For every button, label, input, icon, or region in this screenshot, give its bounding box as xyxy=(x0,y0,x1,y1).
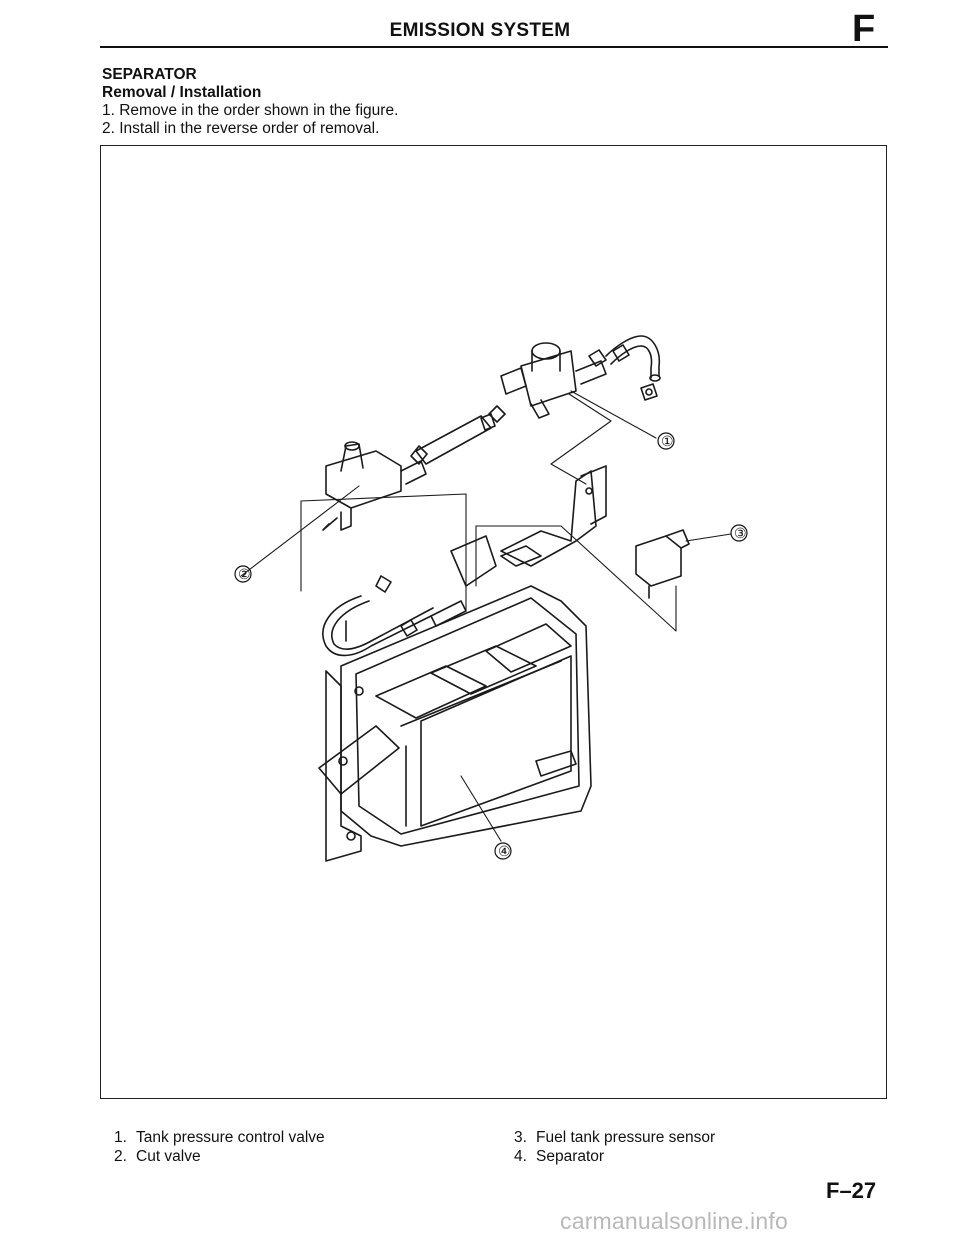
legend-item: 3. Fuel tank pressure sensor xyxy=(514,1128,715,1147)
legend-right: 3. Fuel tank pressure sensor 4. Separator xyxy=(514,1128,715,1166)
legend-item: 4. Separator xyxy=(514,1147,715,1166)
legend-item: 1. Tank pressure control valve xyxy=(114,1128,325,1147)
separator-diagram: ① ② ③ ④ xyxy=(234,335,748,862)
header-rule xyxy=(100,46,888,48)
callout-3: ③ xyxy=(734,527,747,542)
legend-item-label: Cut valve xyxy=(136,1148,201,1165)
page-header-title: EMISSION SYSTEM xyxy=(389,20,571,41)
upper-bracket xyxy=(450,465,607,587)
legend-item: 2. Cut valve xyxy=(114,1147,325,1166)
legend-item-label: Tank pressure control valve xyxy=(136,1129,325,1146)
section-heading: SEPARATOR xyxy=(102,66,197,83)
mounting-bracket xyxy=(318,670,400,862)
step-1: 1. Remove in the order shown in the figu… xyxy=(102,102,399,119)
watermark: carmanualsonline.info xyxy=(560,1208,788,1234)
callout-1: ① xyxy=(661,435,674,450)
legend-item-label: Separator xyxy=(536,1148,605,1165)
section-letter: F xyxy=(852,8,876,50)
section-text: SEPARATOR Removal / Installation 1. Remo… xyxy=(102,66,398,138)
section-subheading: Removal / Installation xyxy=(102,84,262,101)
legend-item-number: 1. xyxy=(114,1129,127,1146)
step-2: 2. Install in the reverse order of remov… xyxy=(102,120,380,137)
legend-item-label: Fuel tank pressure sensor xyxy=(536,1129,716,1146)
legend-left: 1. Tank pressure control valve 2. Cut valv… xyxy=(114,1128,325,1166)
callout-markers: ① ② ③ ④ xyxy=(234,432,748,860)
clamps xyxy=(480,344,658,431)
callout-leader-lines xyxy=(240,390,732,842)
separator-tank xyxy=(340,585,592,847)
page-number: F–27 xyxy=(826,1178,877,1203)
cut-valve xyxy=(322,441,427,531)
legend-item-number: 4. xyxy=(514,1148,527,1165)
curved-hose xyxy=(605,335,661,382)
callout-4: ④ xyxy=(498,845,511,860)
legend-item-number: 3. xyxy=(514,1129,527,1146)
fuel-tank-pressure-sensor xyxy=(635,529,690,599)
tank-pressure-control-valve xyxy=(500,342,607,419)
callout-2: ② xyxy=(238,568,251,583)
exploded-view-figure: ① ② ③ ④ xyxy=(100,145,887,1099)
legend-item-number: 2. xyxy=(114,1148,127,1165)
